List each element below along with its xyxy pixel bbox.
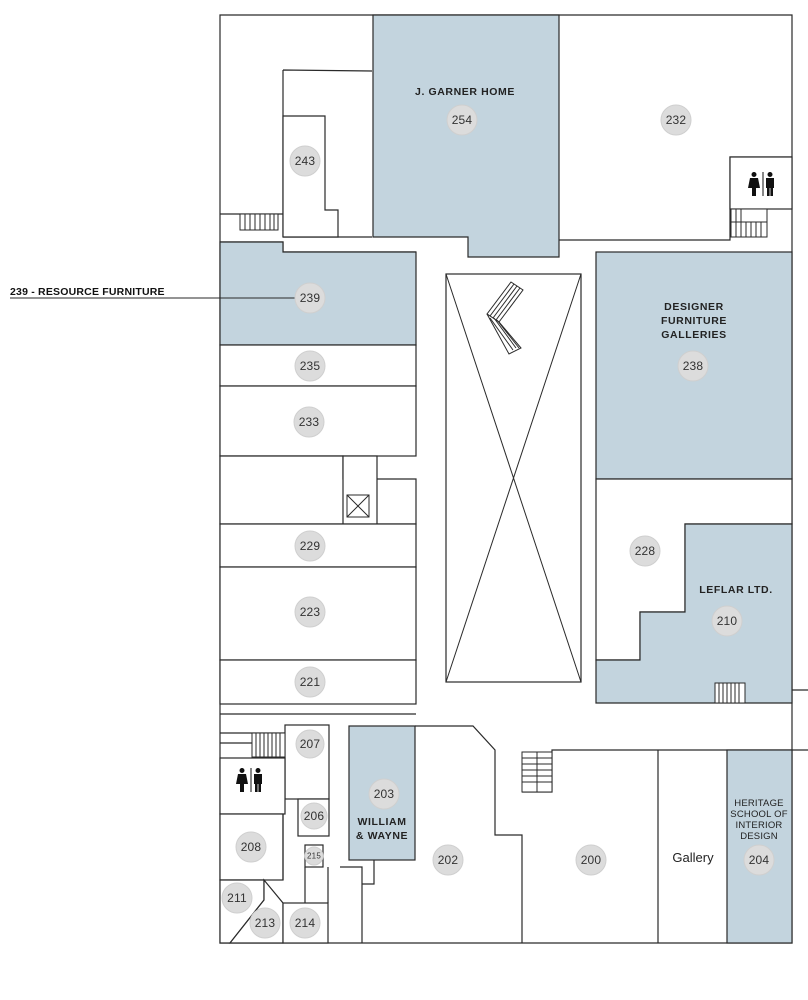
svg-text:232: 232 bbox=[666, 113, 687, 127]
svg-text:235: 235 bbox=[300, 359, 321, 373]
svg-text:214: 214 bbox=[295, 916, 316, 930]
restroom-lower-left[interactable] bbox=[219, 757, 286, 815]
tenant-label-william-1: WILLIAM bbox=[357, 816, 406, 828]
stairs-icon bbox=[521, 751, 553, 793]
room-badge-235: 235 bbox=[294, 350, 326, 382]
room-badge-214: 214 bbox=[289, 907, 321, 939]
svg-text:207: 207 bbox=[300, 737, 321, 751]
tenant-label-william-2: & WAYNE bbox=[356, 830, 408, 842]
room-badge-221: 221 bbox=[294, 666, 326, 698]
tenant-label-j-garner: J. GARNER HOME bbox=[415, 86, 515, 98]
tenant-j-garner-home[interactable] bbox=[372, 14, 560, 258]
svg-text:200: 200 bbox=[581, 853, 602, 867]
room-badge-243: 243 bbox=[289, 145, 321, 177]
room-badge-206: 206 bbox=[300, 802, 328, 830]
restroom-top-right[interactable] bbox=[729, 156, 793, 210]
svg-text:238: 238 bbox=[683, 359, 704, 373]
tenant-label-designer-3: GALLERIES bbox=[661, 329, 727, 341]
room-badge-200: 200 bbox=[575, 844, 607, 876]
stairs-icon bbox=[714, 682, 746, 704]
room-badge-223: 223 bbox=[294, 596, 326, 628]
svg-text:215: 215 bbox=[307, 852, 321, 861]
stairs-icon bbox=[730, 208, 768, 238]
gallery-label: Gallery bbox=[672, 850, 714, 865]
room-badge-208: 208 bbox=[235, 831, 267, 863]
room-badge-213: 213 bbox=[249, 907, 281, 939]
stairs-icon bbox=[239, 213, 279, 231]
svg-text:243: 243 bbox=[295, 154, 316, 168]
restroom-icon bbox=[236, 768, 262, 792]
room-badge-215: 215 bbox=[304, 846, 324, 866]
room-badge-239: 239 bbox=[294, 282, 326, 314]
svg-text:211: 211 bbox=[227, 891, 247, 905]
room-202-walls bbox=[362, 725, 523, 943]
room-badge-207: 207 bbox=[295, 729, 325, 759]
svg-text:239: 239 bbox=[300, 291, 321, 305]
corridor-walls-lower bbox=[282, 814, 363, 943]
svg-text:204: 204 bbox=[749, 853, 770, 867]
svg-text:206: 206 bbox=[304, 809, 325, 823]
tenant-label-designer-1: DESIGNER bbox=[664, 301, 724, 313]
room-badge-211: 211 bbox=[221, 882, 253, 914]
svg-text:210: 210 bbox=[717, 614, 738, 628]
room-badge-204: 204 bbox=[743, 844, 775, 876]
svg-text:233: 233 bbox=[299, 415, 320, 429]
tenant-label-heritage-4: DESIGN bbox=[740, 831, 778, 842]
room-elevator-block[interactable] bbox=[219, 455, 417, 525]
svg-text:208: 208 bbox=[241, 840, 262, 854]
svg-text:229: 229 bbox=[300, 539, 321, 553]
room-badge-233: 233 bbox=[293, 406, 325, 438]
tenant-label-heritage-1: HERITAGE bbox=[734, 798, 783, 809]
stairs-icon bbox=[486, 281, 524, 355]
room-badge-202: 202 bbox=[432, 844, 464, 876]
svg-text:213: 213 bbox=[255, 916, 276, 930]
elevator-icon bbox=[346, 494, 370, 518]
tenant-label-leflar: LEFLAR LTD. bbox=[699, 584, 772, 596]
restroom-icon bbox=[748, 172, 774, 196]
room-badge-228: 228 bbox=[629, 535, 661, 567]
stairs-icon bbox=[251, 732, 286, 758]
svg-text:203: 203 bbox=[374, 787, 395, 801]
room-badge-203: 203 bbox=[368, 778, 400, 810]
svg-text:223: 223 bbox=[300, 605, 321, 619]
svg-text:221: 221 bbox=[300, 675, 321, 689]
svg-text:228: 228 bbox=[635, 544, 656, 558]
room-badge-229: 229 bbox=[294, 530, 326, 562]
tenant-label-heritage-3: INTERIOR bbox=[736, 820, 783, 831]
svg-text:202: 202 bbox=[438, 853, 459, 867]
room-badge-232: 232 bbox=[660, 104, 692, 136]
room-badge-238: 238 bbox=[677, 350, 709, 382]
room-243[interactable] bbox=[282, 115, 339, 238]
tenant-leflar-ltd[interactable] bbox=[595, 523, 793, 704]
svg-text:254: 254 bbox=[452, 113, 473, 127]
callout-label: 239 - RESOURCE FURNITURE bbox=[10, 286, 165, 298]
atrium-void bbox=[445, 273, 582, 683]
tenant-label-designer-2: FURNITURE bbox=[661, 315, 727, 327]
room-badge-254: 254 bbox=[446, 104, 478, 136]
room-badge-210: 210 bbox=[711, 605, 743, 637]
tenant-label-heritage-2: SCHOOL OF bbox=[730, 809, 787, 820]
